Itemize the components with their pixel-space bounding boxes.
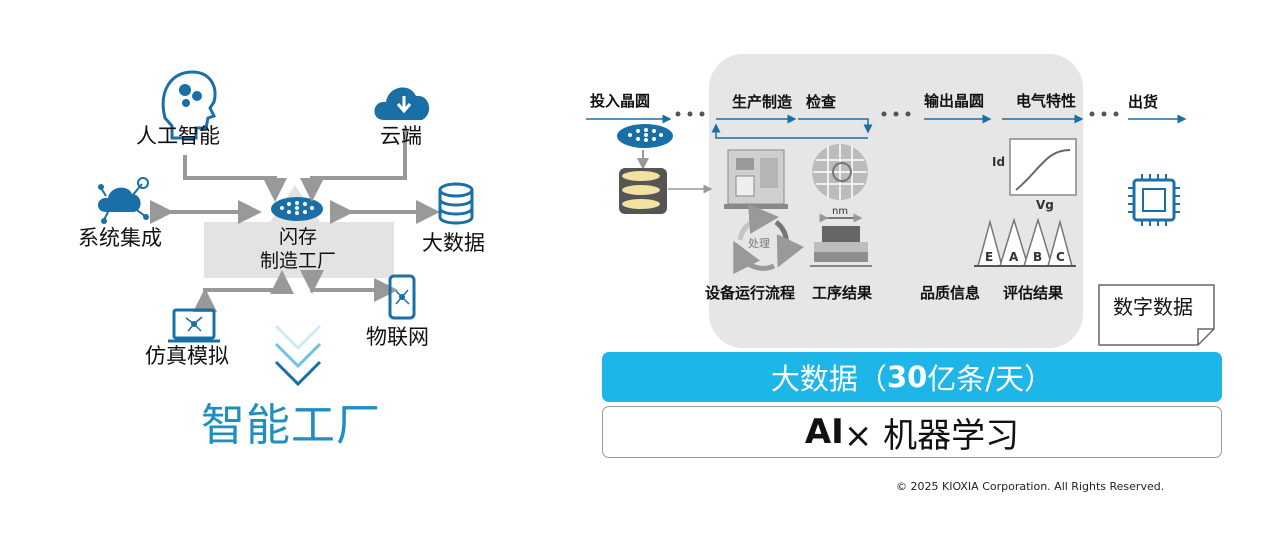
grade-distribution-icon [974, 217, 1076, 267]
ai-ml-bar: AI× 机器学习 [602, 406, 1222, 458]
label-grade-a: A [1009, 250, 1019, 264]
hub-label-line1: 闪存 [278, 226, 317, 248]
label-vg: Vg [1036, 198, 1054, 212]
flow-label-inspection: 检查 [806, 93, 837, 111]
hub-wafer-icon [271, 197, 323, 221]
label-equipment-flow: 设备运行流程 [705, 284, 796, 302]
wafer-map-icon [812, 144, 868, 200]
flow-label-output-wafer: 输出晶圆 [924, 92, 985, 110]
label-eval-result: 评估结果 [1003, 284, 1064, 302]
bigdata-bar-post: 亿条/天） [927, 362, 1054, 396]
label-process-result: 工序结果 [812, 284, 873, 302]
cloud-icon [374, 87, 430, 120]
flow-ellipsis [675, 111, 1119, 117]
label-grade-e: E [985, 250, 994, 264]
hub-panel [204, 185, 394, 278]
label-grade-c: C [1056, 250, 1065, 264]
ai-bar-bold: AI [804, 412, 844, 452]
node-label-simulation: 仿真模拟 [145, 344, 229, 368]
wafer-cassette-icon [619, 168, 713, 214]
hub-label: 闪存 制造工厂 [238, 226, 358, 274]
digital-data-box [1098, 284, 1215, 346]
laptop-icon [168, 308, 220, 343]
flow-arrows [586, 114, 1187, 139]
chevron-down-icon [274, 324, 322, 387]
equipment-icon [724, 149, 788, 209]
processing-cycle-icon [733, 204, 804, 275]
bigdata-bar-num: 30 [886, 360, 928, 394]
system-network-icon [97, 177, 149, 224]
hub-connectors [150, 128, 440, 312]
flow-label-production: 生产制造 [732, 93, 793, 111]
label-id: Id [992, 155, 1006, 169]
flow-label-electrical: 电气特性 [1016, 92, 1077, 110]
cross-section-icon [810, 213, 872, 267]
label-grade-b: B [1033, 250, 1043, 264]
node-label-ai: 人工智能 [136, 124, 220, 148]
node-label-cloud: 云端 [380, 124, 422, 148]
flow-label-input-wafer: 投入晶圆 [590, 92, 651, 110]
ai-head-icon [161, 70, 217, 140]
chip-icon [1128, 174, 1180, 226]
page-title: 智能工厂 [201, 400, 381, 451]
node-label-bigdata: 大数据 [422, 231, 485, 255]
hub-label-line2: 制造工厂 [259, 249, 336, 272]
label-processing: 处理 [748, 237, 770, 250]
flow-label-shipping: 出货 [1128, 93, 1159, 111]
label-quality-info: 品质信息 [920, 284, 981, 302]
id-vg-graph-icon [1009, 138, 1077, 196]
node-label-system: 系统集成 [78, 226, 162, 250]
database-icon [438, 182, 474, 225]
ai-bar-rest: × 机器学习 [843, 415, 1020, 456]
label-nm: nm [832, 206, 849, 217]
bigdata-bar-pre: 大数据（ [770, 362, 887, 396]
node-label-iot: 物联网 [366, 325, 429, 349]
copyright: © 2025 KIOXIA Corporation. All Rights Re… [896, 480, 1165, 493]
phone-icon [388, 274, 416, 320]
input-wafer-icon [617, 124, 673, 170]
digital-data-label: 数字数据 [1113, 295, 1193, 319]
process-panel [709, 54, 1083, 348]
